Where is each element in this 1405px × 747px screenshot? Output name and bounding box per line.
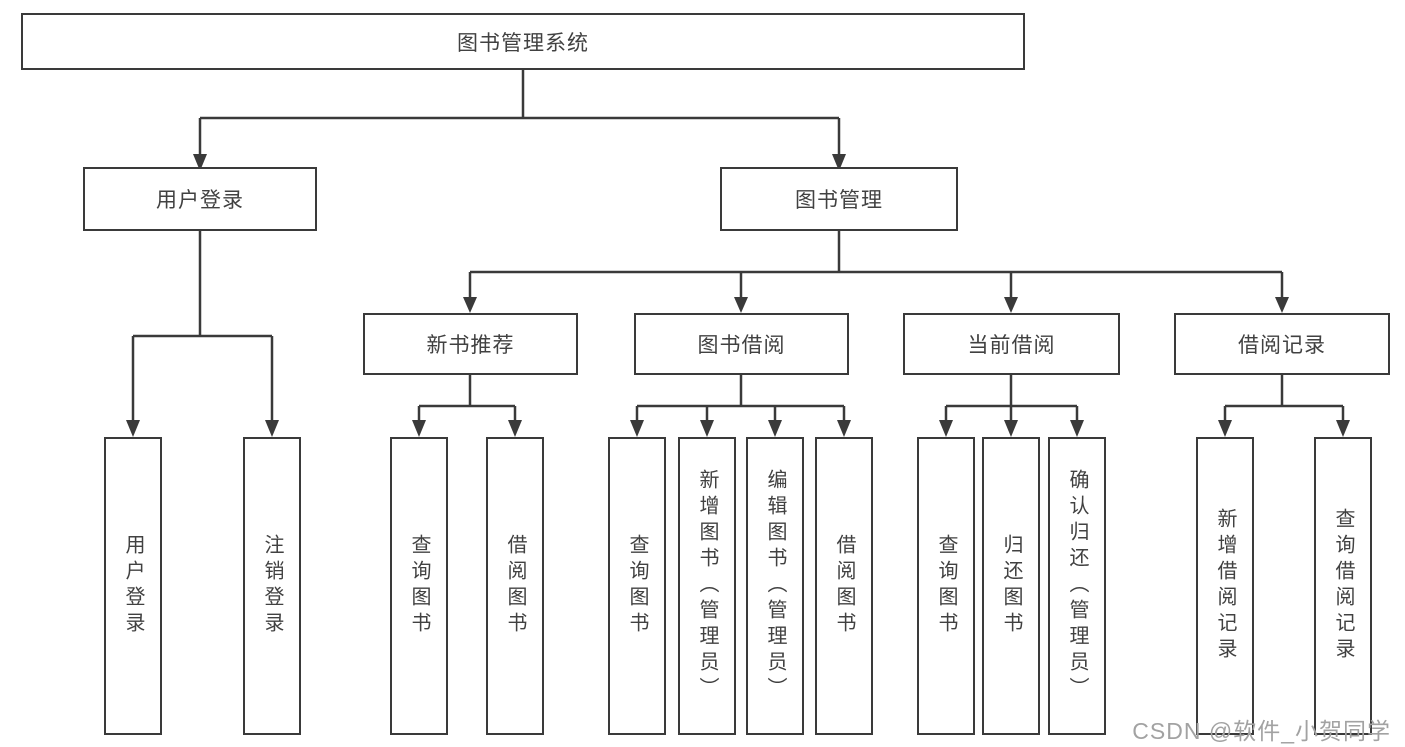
node-current-borrowing: 当前借阅 — [903, 313, 1120, 375]
node-label: 注销登录 — [261, 534, 283, 638]
node-label: 查询借阅记录 — [1332, 508, 1354, 664]
node-label: 图书管理 — [795, 189, 883, 212]
leaf-query-borrow-record: 查询借阅记录 — [1314, 437, 1372, 735]
node-user-login: 用户登录 — [83, 167, 317, 231]
leaf-add-books-admin: 新增图书（管理员） — [678, 437, 736, 735]
node-label: 新增图书（管理员） — [696, 469, 718, 703]
node-label: 新增借阅记录 — [1214, 508, 1236, 664]
leaf-add-borrow-record: 新增借阅记录 — [1196, 437, 1254, 735]
node-label: 借阅记录 — [1238, 334, 1326, 357]
node-label: 查询图书 — [935, 534, 957, 638]
node-label: 图书借阅 — [697, 334, 786, 357]
node-label: 查询图书 — [408, 534, 430, 638]
leaf-confirm-return-admin: 确认归还（管理员） — [1048, 437, 1106, 735]
node-book-management: 图书管理 — [720, 167, 958, 231]
leaf-query-books-recommend: 查询图书 — [390, 437, 448, 735]
node-label: 当前借阅 — [967, 334, 1056, 357]
leaf-query-books-borrowing: 查询图书 — [608, 437, 666, 735]
node-label: 新书推荐 — [426, 334, 515, 357]
node-library-management-system: 图书管理系统 — [21, 13, 1025, 70]
node-label: 图书管理系统 — [457, 31, 589, 55]
leaf-borrow-books-borrowing: 借阅图书 — [815, 437, 873, 735]
node-label: 查询图书 — [626, 534, 648, 638]
node-label: 归还图书 — [1000, 534, 1022, 638]
leaf-edit-books-admin: 编辑图书（管理员） — [746, 437, 804, 735]
node-new-book-recommend: 新书推荐 — [363, 313, 578, 375]
node-borrowing-records: 借阅记录 — [1174, 313, 1390, 375]
node-label: 用户登录 — [122, 534, 144, 638]
leaf-borrow-books-recommend: 借阅图书 — [486, 437, 544, 735]
leaf-user-login: 用户登录 — [104, 437, 162, 735]
node-label: 用户登录 — [156, 189, 244, 212]
node-label: 编辑图书（管理员） — [764, 469, 786, 703]
leaf-logout: 注销登录 — [243, 437, 301, 735]
csdn-watermark: CSDN @软件_小贺同学 — [1132, 718, 1391, 744]
node-book-borrowing: 图书借阅 — [634, 313, 849, 375]
node-label: 确认归还（管理员） — [1066, 469, 1088, 703]
node-label: 借阅图书 — [833, 534, 855, 638]
node-label: 借阅图书 — [504, 534, 526, 638]
leaf-return-books: 归还图书 — [982, 437, 1040, 735]
leaf-query-books-current: 查询图书 — [917, 437, 975, 735]
